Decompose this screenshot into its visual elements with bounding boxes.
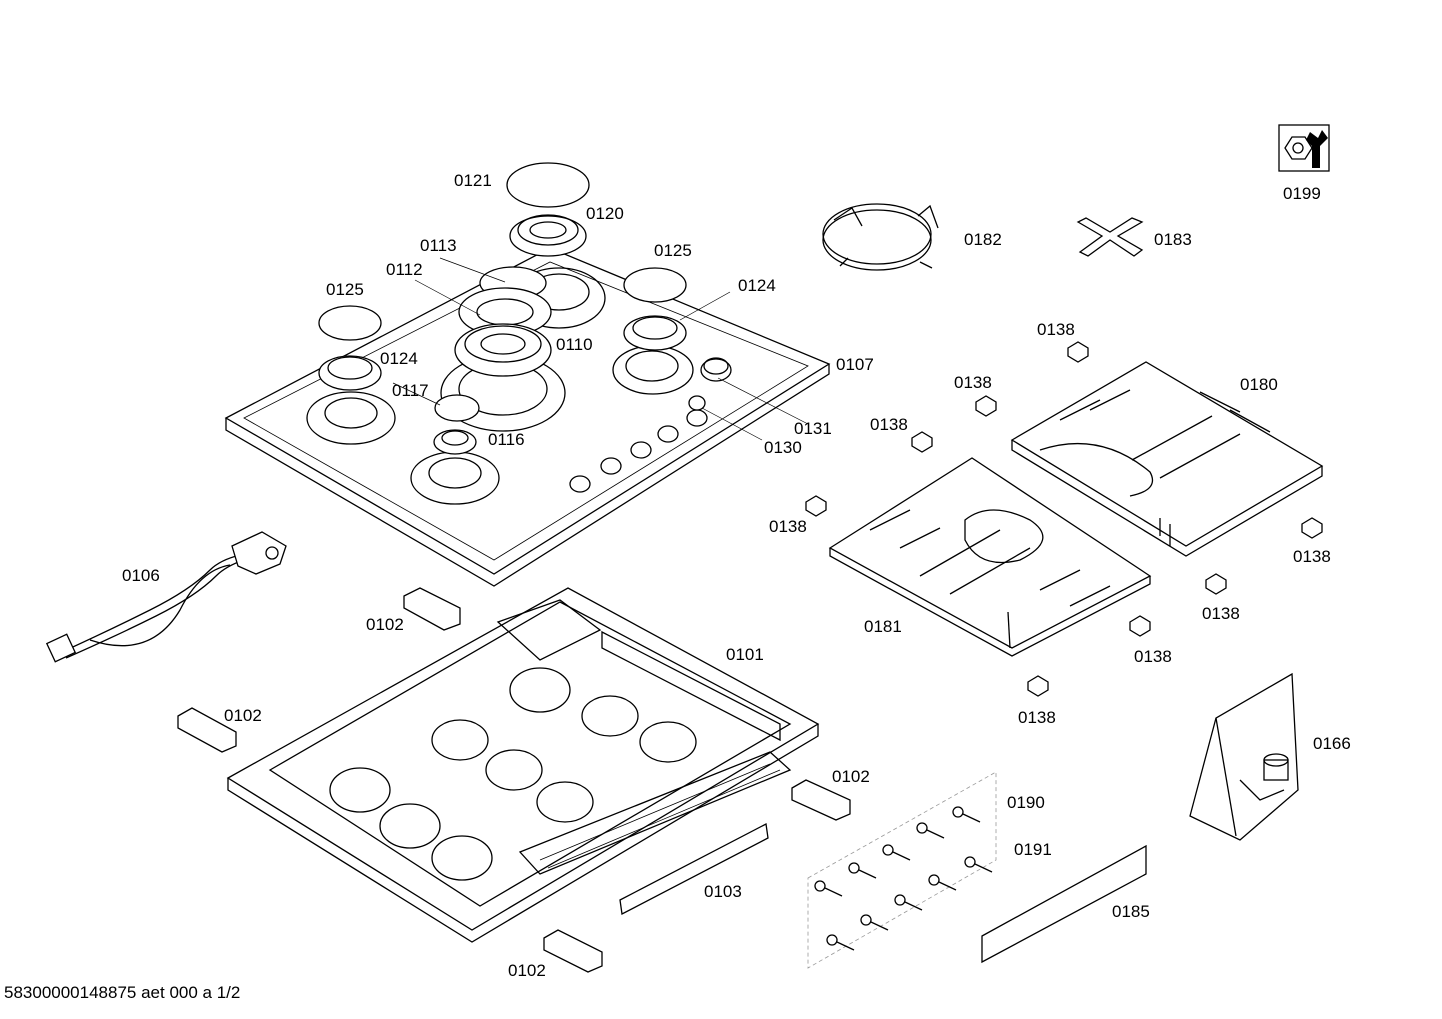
label-0138-5: 0138 — [1293, 547, 1331, 566]
label-0101: 0101 — [726, 645, 764, 664]
label-0182: 0182 — [964, 230, 1002, 249]
burner-parts — [318, 162, 732, 455]
label-0138-4: 0138 — [769, 517, 807, 536]
part-labels: 0121 0120 0113 0112 0125 0125 0124 0124 … — [122, 171, 1351, 980]
label-0102-2: 0102 — [224, 706, 262, 725]
label-0130: 0130 — [764, 438, 802, 457]
label-0125-left: 0125 — [326, 280, 364, 299]
sealing-strip-long — [981, 844, 1147, 964]
rubber-feet — [805, 341, 1323, 697]
label-0102-3: 0102 — [832, 767, 870, 786]
label-0138-8: 0138 — [1018, 708, 1056, 727]
label-0106: 0106 — [122, 566, 160, 585]
pan-support-right — [1010, 361, 1324, 557]
label-0185: 0185 — [1112, 902, 1150, 921]
wok-ring-grate — [822, 203, 939, 271]
label-0117: 0117 — [392, 381, 429, 400]
label-0166: 0166 — [1313, 734, 1351, 753]
label-0102-4: 0102 — [508, 961, 546, 980]
label-0183: 0183 — [1154, 230, 1192, 249]
label-0180: 0180 — [1240, 375, 1278, 394]
label-0199: 0199 — [1283, 184, 1321, 203]
label-0107: 0107 — [836, 355, 874, 374]
wrench-nut-icon — [1278, 124, 1330, 172]
base-tray — [226, 587, 820, 943]
label-0116: 0116 — [488, 430, 525, 449]
label-0113: 0113 — [420, 236, 457, 255]
label-0190: 0190 — [1007, 793, 1045, 812]
sealing-strip-short — [619, 822, 769, 916]
label-0125-right: 0125 — [654, 241, 692, 260]
label-0103: 0103 — [704, 882, 742, 901]
label-0112: 0112 — [386, 260, 423, 279]
label-0191: 0191 — [1014, 840, 1052, 859]
nozzle-pack — [1189, 672, 1299, 841]
label-0110: 0110 — [556, 335, 593, 354]
label-0138-1: 0138 — [1037, 320, 1075, 339]
simmer-cross-support — [1076, 217, 1144, 257]
label-0138-3: 0138 — [870, 415, 908, 434]
label-0131: 0131 — [794, 419, 832, 438]
label-0181: 0181 — [864, 617, 902, 636]
screws-group — [807, 771, 997, 969]
mounting-clips — [177, 587, 851, 973]
label-0138-7: 0138 — [1134, 647, 1172, 666]
label-0121: 0121 — [454, 171, 492, 190]
label-0102-1: 0102 — [366, 615, 404, 634]
label-0138-6: 0138 — [1202, 604, 1240, 623]
label-0138-2: 0138 — [954, 373, 992, 392]
power-cable — [45, 531, 287, 663]
document-code: 58300000148875 aet 000 a 1/2 — [4, 983, 240, 1002]
label-0120: 0120 — [586, 204, 624, 223]
label-0124-right: 0124 — [738, 276, 776, 295]
pan-support-left — [828, 457, 1152, 657]
leader-lines-top — [392, 257, 809, 441]
label-0124-left: 0124 — [380, 349, 418, 368]
